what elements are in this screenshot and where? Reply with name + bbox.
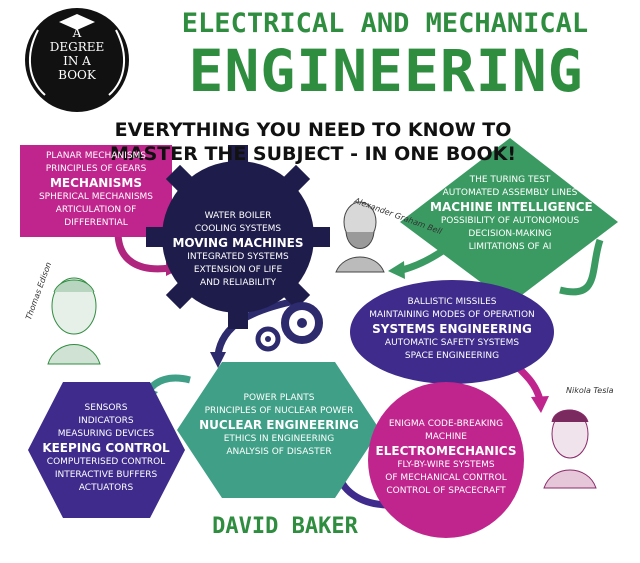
topic-item: AUTOMATIC SAFETY SYSTEMS: [384, 338, 520, 348]
topic-item: PRINCIPLES OF GEARS: [45, 164, 147, 174]
topic-item: MAINTAINING MODES OF OPERATION: [369, 310, 535, 320]
topic-item: CONTROL OF SPACECRAFT: [386, 486, 506, 496]
badge-line: A: [72, 26, 82, 40]
topic-heading: MECHANISMS: [49, 176, 142, 190]
tagline-line: EVERYTHING YOU NEED TO KNOW TO: [114, 119, 512, 141]
badge-circle: [25, 8, 129, 112]
topic-item: PLANAR MECHANISMS: [45, 151, 147, 161]
book-subtitle-top: ELECTRICAL AND MECHANICAL: [181, 8, 589, 39]
topic-item: INTEGRATED SYSTEMS: [187, 252, 289, 262]
small-gear-icon: [255, 326, 281, 352]
machine-intelligence-block: THE TURING TEST AUTOMATED ASSEMBLY LINES…: [430, 174, 593, 254]
electromechanics-circle: [368, 382, 524, 538]
systems-engineering-ellipse: [350, 280, 554, 384]
topic-heading: MACHINE INTELLIGENCE: [430, 200, 593, 214]
topic-heading: NUCLEAR ENGINEERING: [199, 418, 359, 432]
topic-heading: MOVING MACHINES: [172, 236, 304, 250]
topic-item: WATER BOILER: [204, 211, 272, 221]
edison-portrait: [47, 277, 101, 365]
badge-line: DEGREE: [49, 40, 105, 54]
topic-item: AND RELIABILITY: [200, 278, 276, 288]
tesla-portrait: [543, 409, 597, 489]
topic-item: DIFFERENTIAL: [64, 218, 128, 228]
topic-item: AUTOMATED ASSEMBLY LINES: [442, 188, 578, 198]
arrow-head: [531, 396, 549, 413]
topic-item: FLY-BY-WIRE SYSTEMS: [397, 460, 495, 470]
topic-item: POWER PLANTS: [243, 393, 315, 403]
electromechanics-block: ENIGMA CODE-BREAKING MACHINE ELECTROMECH…: [374, 418, 518, 498]
topic-item: LIMITATIONS OF AI: [468, 242, 552, 252]
badge: A DEGREE IN A BOOK: [42, 26, 112, 82]
topic-item: EXTENSION OF LIFE: [193, 265, 283, 275]
topic-item: SPHERICAL MECHANISMS: [38, 192, 154, 202]
author-name: DAVID BAKER: [212, 514, 358, 539]
mechanisms-box: [20, 145, 172, 237]
topic-item: COMPUTERISED CONTROL: [46, 457, 166, 467]
topic-item: POSSIBILITY OF AUTONOMOUS: [440, 216, 580, 226]
topic-item: DECISION-MAKING: [468, 229, 552, 239]
topic-item: ARTICULATION OF: [55, 205, 137, 215]
topic-item: INDICATORS: [78, 416, 134, 426]
topic-item: MACHINE: [425, 432, 467, 442]
laurel-left: [28, 29, 46, 96]
arrow-head: [388, 261, 405, 279]
nuclear-engineering-block: POWER PLANTS PRINCIPLES OF NUCLEAR POWER…: [188, 392, 370, 459]
keeping-control-hexagon: [28, 382, 185, 518]
nuclear-engineering-hexagon: [177, 362, 380, 498]
tagline-line: MASTER THE SUBJECT - IN ONE BOOK!: [109, 143, 516, 165]
badge-line: BOOK: [58, 68, 96, 82]
topic-heading: KEEPING CONTROL: [42, 441, 170, 455]
topic-item: COOLING SYSTEMS: [194, 224, 282, 234]
topic-item: MEASURING DEVICES: [57, 429, 155, 439]
topic-heading: ELECTROMECHANICS: [375, 444, 517, 458]
topic-item: INTERACTIVE BUFFERS: [54, 470, 158, 480]
moving-machines-block: WATER BOILER COOLING SYSTEMS MOVING MACH…: [168, 210, 308, 290]
connector-arrow: [114, 231, 171, 273]
tagline: EVERYTHING YOU NEED TO KNOW TO MASTER TH…: [108, 118, 518, 166]
topic-item: SENSORS: [84, 403, 128, 413]
tesla-label: Nikola Tesla: [566, 386, 614, 395]
topic-heading: SYSTEMS ENGINEERING: [372, 322, 532, 336]
laurel-right: [108, 29, 126, 96]
topic-item: THE TURING TEST: [469, 175, 551, 185]
topic-item: ACTUATORS: [78, 483, 134, 493]
topic-item: ETHICS IN ENGINEERING: [223, 434, 335, 444]
topic-item: BALLISTIC MISSILES: [407, 297, 497, 307]
topic-item: ANALYSIS OF DISASTER: [226, 447, 332, 457]
small-gear-icon: [281, 302, 323, 344]
gear-icon: [146, 145, 330, 329]
badge-line: IN A: [63, 54, 91, 68]
keeping-control-block: SENSORS INDICATORS MEASURING DEVICES KEE…: [30, 402, 182, 495]
topic-item: OF MECHANICAL CONTROL: [385, 473, 507, 483]
arrow-head: [210, 352, 226, 368]
cap-icon: [59, 14, 95, 30]
connector-arrow: [559, 238, 604, 296]
book-title: ENGINEERING: [188, 37, 584, 105]
machine-intelligence-diamond: [400, 138, 618, 304]
topic-item: PRINCIPLES OF NUCLEAR POWER: [204, 406, 354, 416]
topic-item: SPACE ENGINEERING: [404, 351, 500, 361]
topic-item: ENIGMA CODE-BREAKING: [388, 419, 504, 429]
systems-engineering-block: BALLISTIC MISSILES MAINTAINING MODES OF …: [358, 296, 546, 363]
mechanisms-block: PLANAR MECHANISMS PRINCIPLES OF GEARS ME…: [20, 150, 172, 230]
bell-portrait: [335, 201, 385, 273]
connector-arrow: [144, 374, 191, 395]
